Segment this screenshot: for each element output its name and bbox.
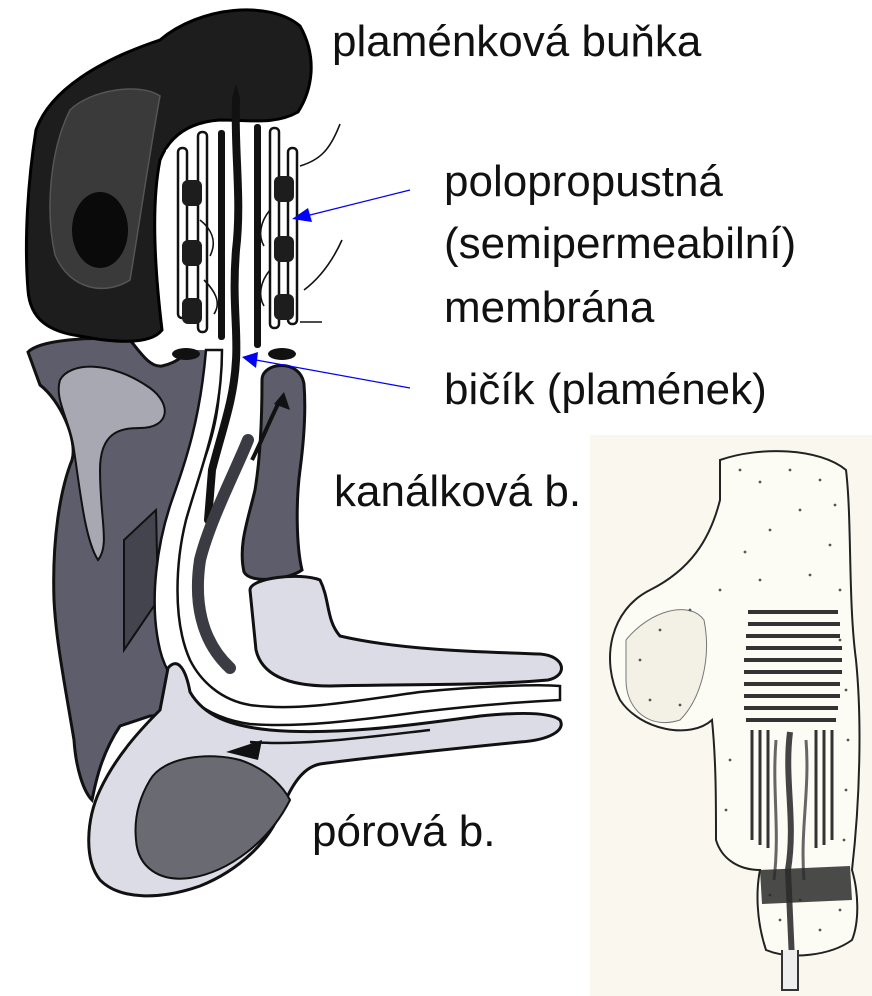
label-membrane-line2: (semipermeabilní)	[444, 218, 796, 269]
label-pore-cell: pórová b.	[312, 806, 495, 857]
schematic-diagram	[26, 10, 561, 896]
connecting-cell-shape	[250, 576, 561, 686]
label-membrane-line3: membrána	[444, 282, 654, 333]
pointer-membrane	[292, 190, 410, 222]
label-canal-cell: kanálková b.	[334, 466, 581, 517]
label-membrane-line1: polopropustná	[444, 156, 723, 207]
label-flame-cell: plaménková buňka	[332, 16, 701, 67]
label-flagellum: bičík (plamének)	[444, 364, 767, 415]
stippled-flame-cell-drawing	[590, 435, 872, 996]
